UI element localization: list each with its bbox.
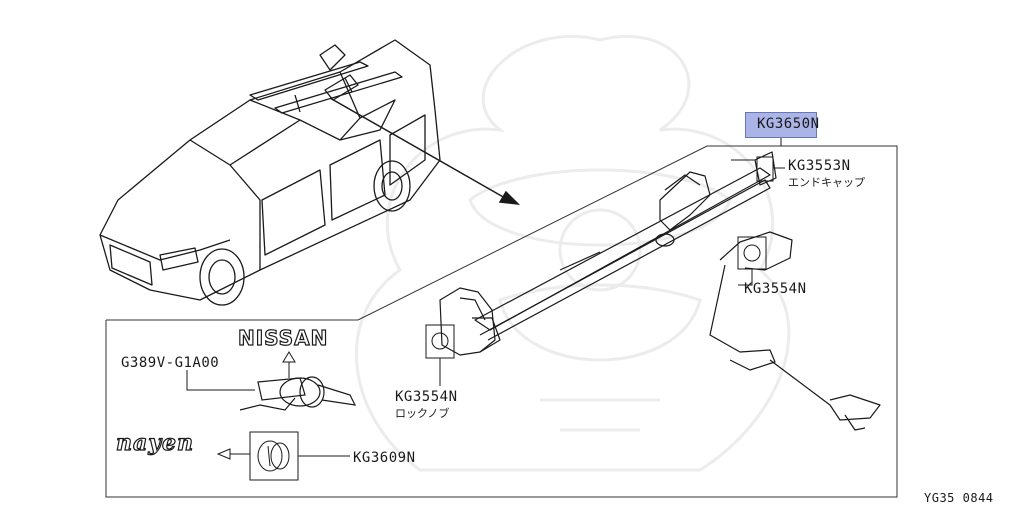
reference-code: YG35 0844	[924, 491, 994, 505]
knob-box-left	[425, 324, 455, 359]
nayen-logo: nayen	[115, 430, 195, 456]
assembly-highlight	[745, 112, 817, 138]
lock-knob-name: ロックノブ	[395, 407, 450, 420]
bike-carrier	[439, 151, 881, 431]
key-cap-box	[249, 431, 299, 481]
assembly-part-number[interactable]: KG3650N	[757, 116, 820, 132]
vehicle-illustration	[99, 39, 441, 306]
lock-knob-left-part-number[interactable]: KG3554N	[395, 389, 458, 405]
leader-lines	[186, 136, 785, 457]
end-cap-part-number[interactable]: KG3553N	[788, 158, 851, 174]
end-cap-name: エンドキャップ	[788, 176, 865, 189]
nissan-logo: NISSAN	[237, 326, 329, 350]
up-arrow	[282, 351, 296, 378]
pointer-arrow	[329, 97, 521, 205]
left-arrow	[216, 448, 250, 460]
lock-knob-right-part-number[interactable]: KG3554N	[744, 281, 807, 297]
key-illustration	[239, 376, 357, 411]
key-part-number[interactable]: G389V-G1A00	[121, 355, 220, 371]
key-cap-part-number[interactable]: KG3609N	[353, 450, 416, 466]
detail-frame	[105, 145, 898, 498]
end-cap-box	[756, 156, 774, 182]
